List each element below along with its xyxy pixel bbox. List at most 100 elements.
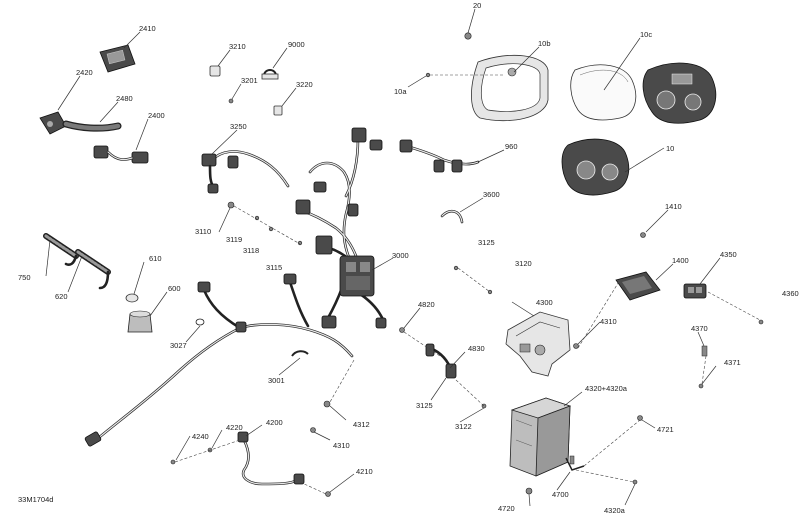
- connector-3210[interactable]: [209, 65, 221, 77]
- callout-4371: 4371: [724, 358, 741, 367]
- relay-4350[interactable]: [683, 283, 707, 299]
- callout-2400: 2400: [148, 111, 165, 120]
- clip-3001[interactable]: [291, 350, 309, 357]
- bolt-4370[interactable]: [701, 345, 708, 357]
- callout-9000: 9000: [288, 40, 305, 49]
- callout-2410: 2410: [139, 24, 156, 33]
- harness-960[interactable]: [399, 139, 480, 173]
- callout-610: 610: [149, 254, 162, 263]
- callout-4350: 4350: [720, 250, 737, 259]
- fastener-3125-a[interactable]: [453, 265, 459, 271]
- bracket-4700[interactable]: [565, 455, 585, 471]
- callout-4320a: 4320a: [604, 506, 626, 515]
- callout-3001: 3001: [268, 376, 285, 385]
- fastener-3201[interactable]: [228, 98, 234, 104]
- screw-4360[interactable]: [758, 319, 764, 325]
- callout-4240: 4240: [192, 432, 209, 441]
- screw-4320a[interactable]: [632, 479, 638, 485]
- callout-2480: 2480: [116, 94, 133, 103]
- control-box-4320[interactable]: [509, 397, 572, 477]
- harness-3027[interactable]: [84, 273, 354, 447]
- fastener-3115[interactable]: [297, 240, 303, 246]
- switch-housing-2410[interactable]: [99, 44, 136, 73]
- callout-3122: 3122: [455, 422, 472, 431]
- callout-1400: 1400: [672, 256, 689, 265]
- callout-4820: 4820: [418, 300, 435, 309]
- hose-2480[interactable]: [62, 120, 122, 132]
- gauge-housing[interactable]: [642, 62, 717, 124]
- callout-4320-4320a: 4320+4320a: [585, 384, 628, 393]
- callout-3119: 3119: [226, 235, 242, 244]
- callout-4721: 4721: [657, 425, 674, 434]
- fastener-4820[interactable]: [399, 327, 405, 333]
- callout-10c: 10c: [640, 30, 652, 39]
- callout-3600: 3600: [483, 190, 500, 199]
- nut-4312[interactable]: [323, 400, 331, 408]
- fastener-3118[interactable]: [268, 226, 274, 232]
- harness-2400[interactable]: [93, 145, 149, 164]
- callout-4310-lower: 4310: [333, 441, 350, 450]
- document-ref-code: 33M1704d: [18, 495, 53, 504]
- wire-3600[interactable]: [440, 209, 464, 224]
- clip-9000[interactable]: [261, 69, 279, 80]
- grommet-3027[interactable]: [195, 318, 205, 326]
- nut-4720[interactable]: [525, 487, 533, 495]
- screw-1410[interactable]: [640, 232, 646, 238]
- callout-2420: 2420: [76, 68, 93, 77]
- callout-3250: 3250: [230, 122, 247, 131]
- screw-20[interactable]: [464, 32, 472, 40]
- callout-3110: 3110: [195, 227, 211, 236]
- callout-3120: 3120: [515, 259, 532, 268]
- heater-element-750[interactable]: [43, 233, 79, 267]
- callout-1410: 1410: [665, 202, 682, 211]
- callout-labels: 20 10b 10a 10c 10 2410 2420 2480 2400 32…: [18, 1, 799, 515]
- callout-4210: 4210: [356, 467, 373, 476]
- callout-3201: 3201: [241, 76, 258, 85]
- bracket-4300[interactable]: [505, 311, 571, 377]
- gauge-bezel-10b[interactable]: [471, 54, 549, 122]
- callout-3125-top: 3125: [478, 238, 495, 247]
- screw-4310[interactable]: [573, 343, 579, 349]
- callout-4360: 4360: [782, 289, 799, 298]
- fastener-4240[interactable]: [170, 459, 176, 465]
- leader-lines: [45, 8, 761, 507]
- callout-3118: 3118: [243, 246, 259, 255]
- gauge-cluster-10[interactable]: [561, 138, 630, 196]
- callout-750: 750: [18, 273, 31, 282]
- heater-element-620[interactable]: [75, 249, 111, 290]
- screw-4210[interactable]: [325, 491, 331, 497]
- nut-610[interactable]: [125, 293, 139, 303]
- nut-4310[interactable]: [310, 427, 316, 433]
- callout-4700: 4700: [552, 490, 569, 499]
- switch-600[interactable]: [127, 310, 153, 333]
- bolt-10a[interactable]: [425, 72, 431, 78]
- connector-3220[interactable]: [273, 105, 283, 116]
- callout-4300: 4300: [536, 298, 553, 307]
- callout-4310: 4310: [600, 317, 617, 326]
- callout-3027: 3027: [170, 341, 187, 350]
- module-1400[interactable]: [615, 271, 661, 301]
- callout-4720: 4720: [498, 504, 515, 513]
- gauge-lens-10c[interactable]: [570, 64, 637, 121]
- callout-20: 20: [473, 1, 481, 10]
- callout-4312: 4312: [353, 420, 370, 429]
- callout-3000: 3000: [392, 251, 409, 260]
- callout-3220: 3220: [296, 80, 313, 89]
- main-harness-3000[interactable]: [295, 127, 387, 329]
- callout-960: 960: [505, 142, 518, 151]
- switch-2420[interactable]: [39, 111, 67, 135]
- harness-3250[interactable]: [201, 150, 290, 194]
- callout-4370: 4370: [691, 324, 708, 333]
- relay-4830[interactable]: [425, 343, 457, 379]
- connector-3110[interactable]: [227, 201, 235, 209]
- callout-4200: 4200: [266, 418, 283, 427]
- screw-4371[interactable]: [698, 383, 704, 389]
- callout-4220: 4220: [226, 423, 243, 432]
- fastener-3120[interactable]: [487, 289, 493, 295]
- screw-4721[interactable]: [637, 415, 643, 421]
- callout-10a: 10a: [394, 87, 407, 96]
- callout-3125-bottom: 3125: [416, 401, 433, 410]
- harness-4200[interactable]: [237, 431, 305, 486]
- callout-3210: 3210: [229, 42, 246, 51]
- callout-4830: 4830: [468, 344, 485, 353]
